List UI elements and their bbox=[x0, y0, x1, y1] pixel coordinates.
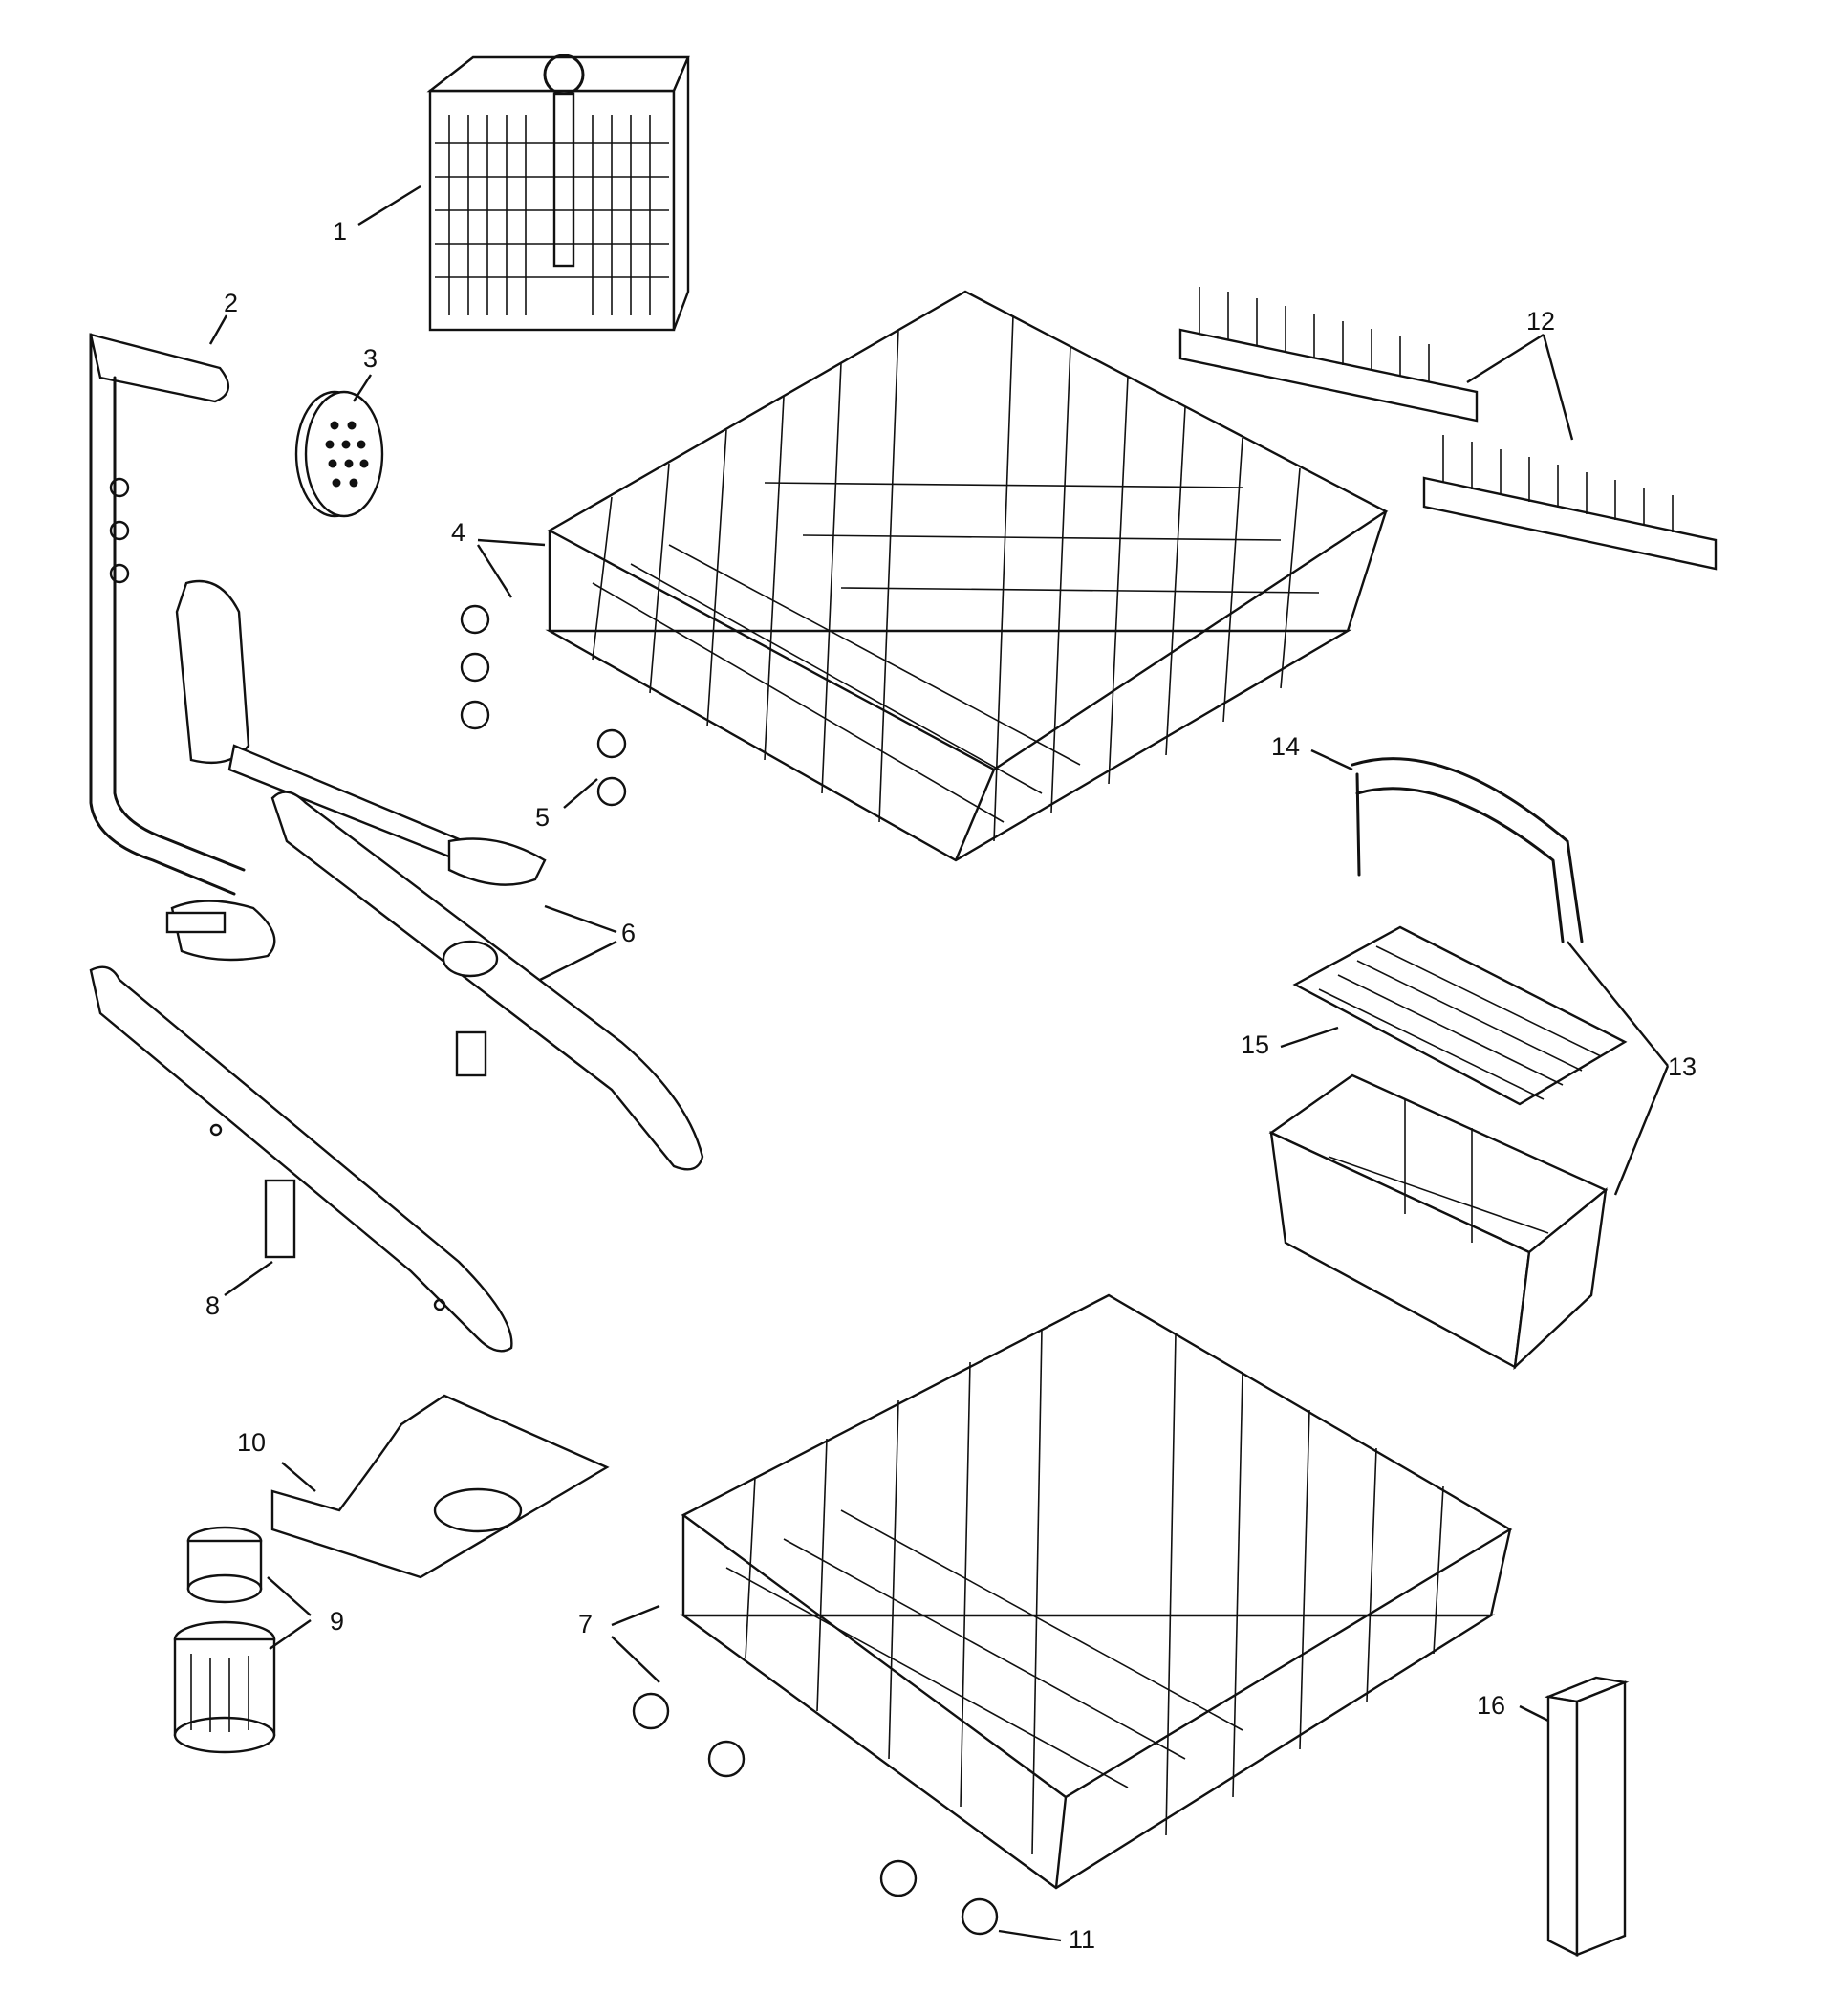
callout-13: 13 bbox=[1668, 1052, 1697, 1081]
callout-5: 5 bbox=[535, 803, 550, 832]
leader-lines bbox=[208, 184, 1670, 1942]
callout-10: 10 bbox=[237, 1428, 266, 1457]
upper-dish-rack bbox=[460, 290, 1389, 862]
callout-2: 2 bbox=[224, 289, 238, 317]
part-12-cup-shelves bbox=[1178, 287, 1718, 571]
part-6-upper-spray-arm bbox=[175, 579, 704, 1171]
part-2-feed-tube bbox=[89, 333, 276, 962]
part-16-utensil-holder bbox=[1544, 1676, 1630, 1957]
lower-dish-rack bbox=[632, 1293, 1513, 1936]
callout-labels: 1 2 3 4 5 6 7 8 9 10 11 12 13 14 15 16 bbox=[205, 217, 1697, 1954]
part-1-silverware-basket bbox=[426, 54, 690, 332]
callout-6: 6 bbox=[621, 919, 636, 947]
callout-12: 12 bbox=[1526, 307, 1555, 336]
callout-7: 7 bbox=[578, 1610, 593, 1638]
part-15-basket-lid bbox=[1292, 925, 1628, 1106]
callout-11: 11 bbox=[1069, 1925, 1095, 1954]
callout-4: 4 bbox=[451, 518, 465, 547]
part-3-filter-disc bbox=[294, 390, 384, 518]
callout-9: 9 bbox=[330, 1607, 344, 1636]
part-13-small-item-basket bbox=[1268, 1073, 1609, 1371]
callout-1: 1 bbox=[333, 217, 347, 246]
part-9-filter-assembly bbox=[173, 1526, 276, 1754]
callout-14: 14 bbox=[1271, 732, 1300, 761]
callout-15: 15 bbox=[1241, 1030, 1269, 1059]
part-8-lower-spray-arm bbox=[89, 965, 513, 1353]
callout-8: 8 bbox=[205, 1291, 220, 1320]
callout-16: 16 bbox=[1477, 1691, 1505, 1720]
part-10-deflector bbox=[270, 1394, 610, 1579]
callout-3: 3 bbox=[363, 344, 378, 373]
part-14-basket-handle bbox=[1351, 757, 1584, 943]
